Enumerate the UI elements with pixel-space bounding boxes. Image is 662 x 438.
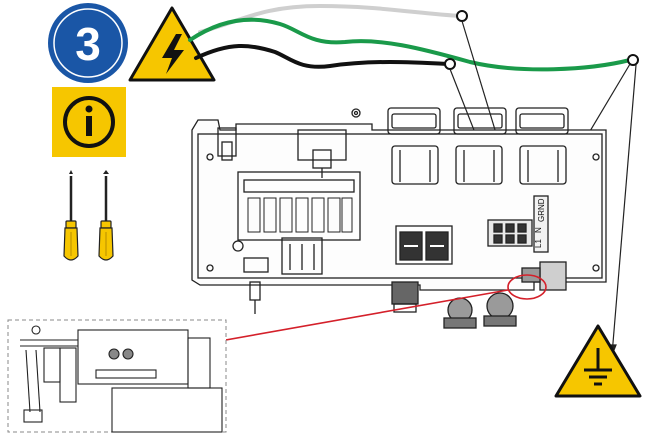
terminal-block <box>487 195 549 253</box>
step-badge-circle <box>48 3 128 83</box>
inset-locator <box>7 319 227 433</box>
step-number: 3 <box>75 18 101 70</box>
ring-terminal <box>444 58 456 70</box>
terminal-label-n: N <box>534 227 543 233</box>
ring-terminal <box>627 54 639 66</box>
ground-symbol-icon <box>554 324 642 398</box>
step-badge: 3 <box>48 3 128 83</box>
black-wire <box>194 44 450 69</box>
ring-terminal <box>456 10 468 22</box>
wire-bundle <box>188 3 639 72</box>
receptacle-group <box>387 107 569 185</box>
terminal-label-grnd: GRND <box>537 198 546 222</box>
high-voltage-warning-icon <box>128 6 216 82</box>
screwdriver-icon <box>63 170 79 261</box>
green-wire <box>188 17 632 72</box>
terminal-label-l1: L1 <box>534 239 543 248</box>
info-instruction-icon <box>52 87 126 157</box>
screwdriver-icon <box>98 170 114 261</box>
